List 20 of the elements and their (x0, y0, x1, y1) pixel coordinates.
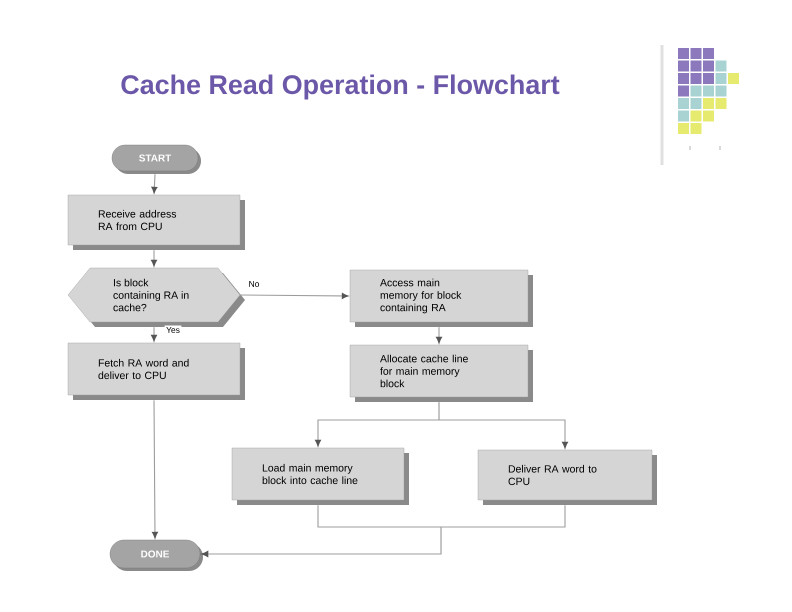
title: Cache Read Operation - Flowchart (121, 74, 560, 100)
process-box: Fetch RA word and deliver to CPU (68, 342, 245, 400)
arrow (240, 292, 348, 299)
process-box: Access main memory for block containing RA (350, 270, 533, 327)
arrow (151, 250, 158, 266)
process-box: Receive address RA from CPU (68, 194, 245, 250)
edge-label: No (247, 280, 261, 288)
process-box: Deliver RA word to CPU (478, 450, 657, 505)
process-box: Allocate cache line for main memory block (350, 344, 533, 402)
terminal-pill: DONE (110, 540, 203, 571)
arrow (202, 505, 566, 557)
arrow (151, 327, 158, 342)
process-box: Load main memory block into cache line (232, 448, 409, 505)
arrow (315, 402, 568, 448)
terminal-pill: START (112, 144, 201, 174)
edge-label: Yes (164, 326, 182, 334)
arrow (436, 327, 442, 344)
arrow (151, 174, 158, 194)
arrow (152, 400, 158, 538)
decision-hexagon: Is block containing RA in cache? (68, 268, 245, 327)
